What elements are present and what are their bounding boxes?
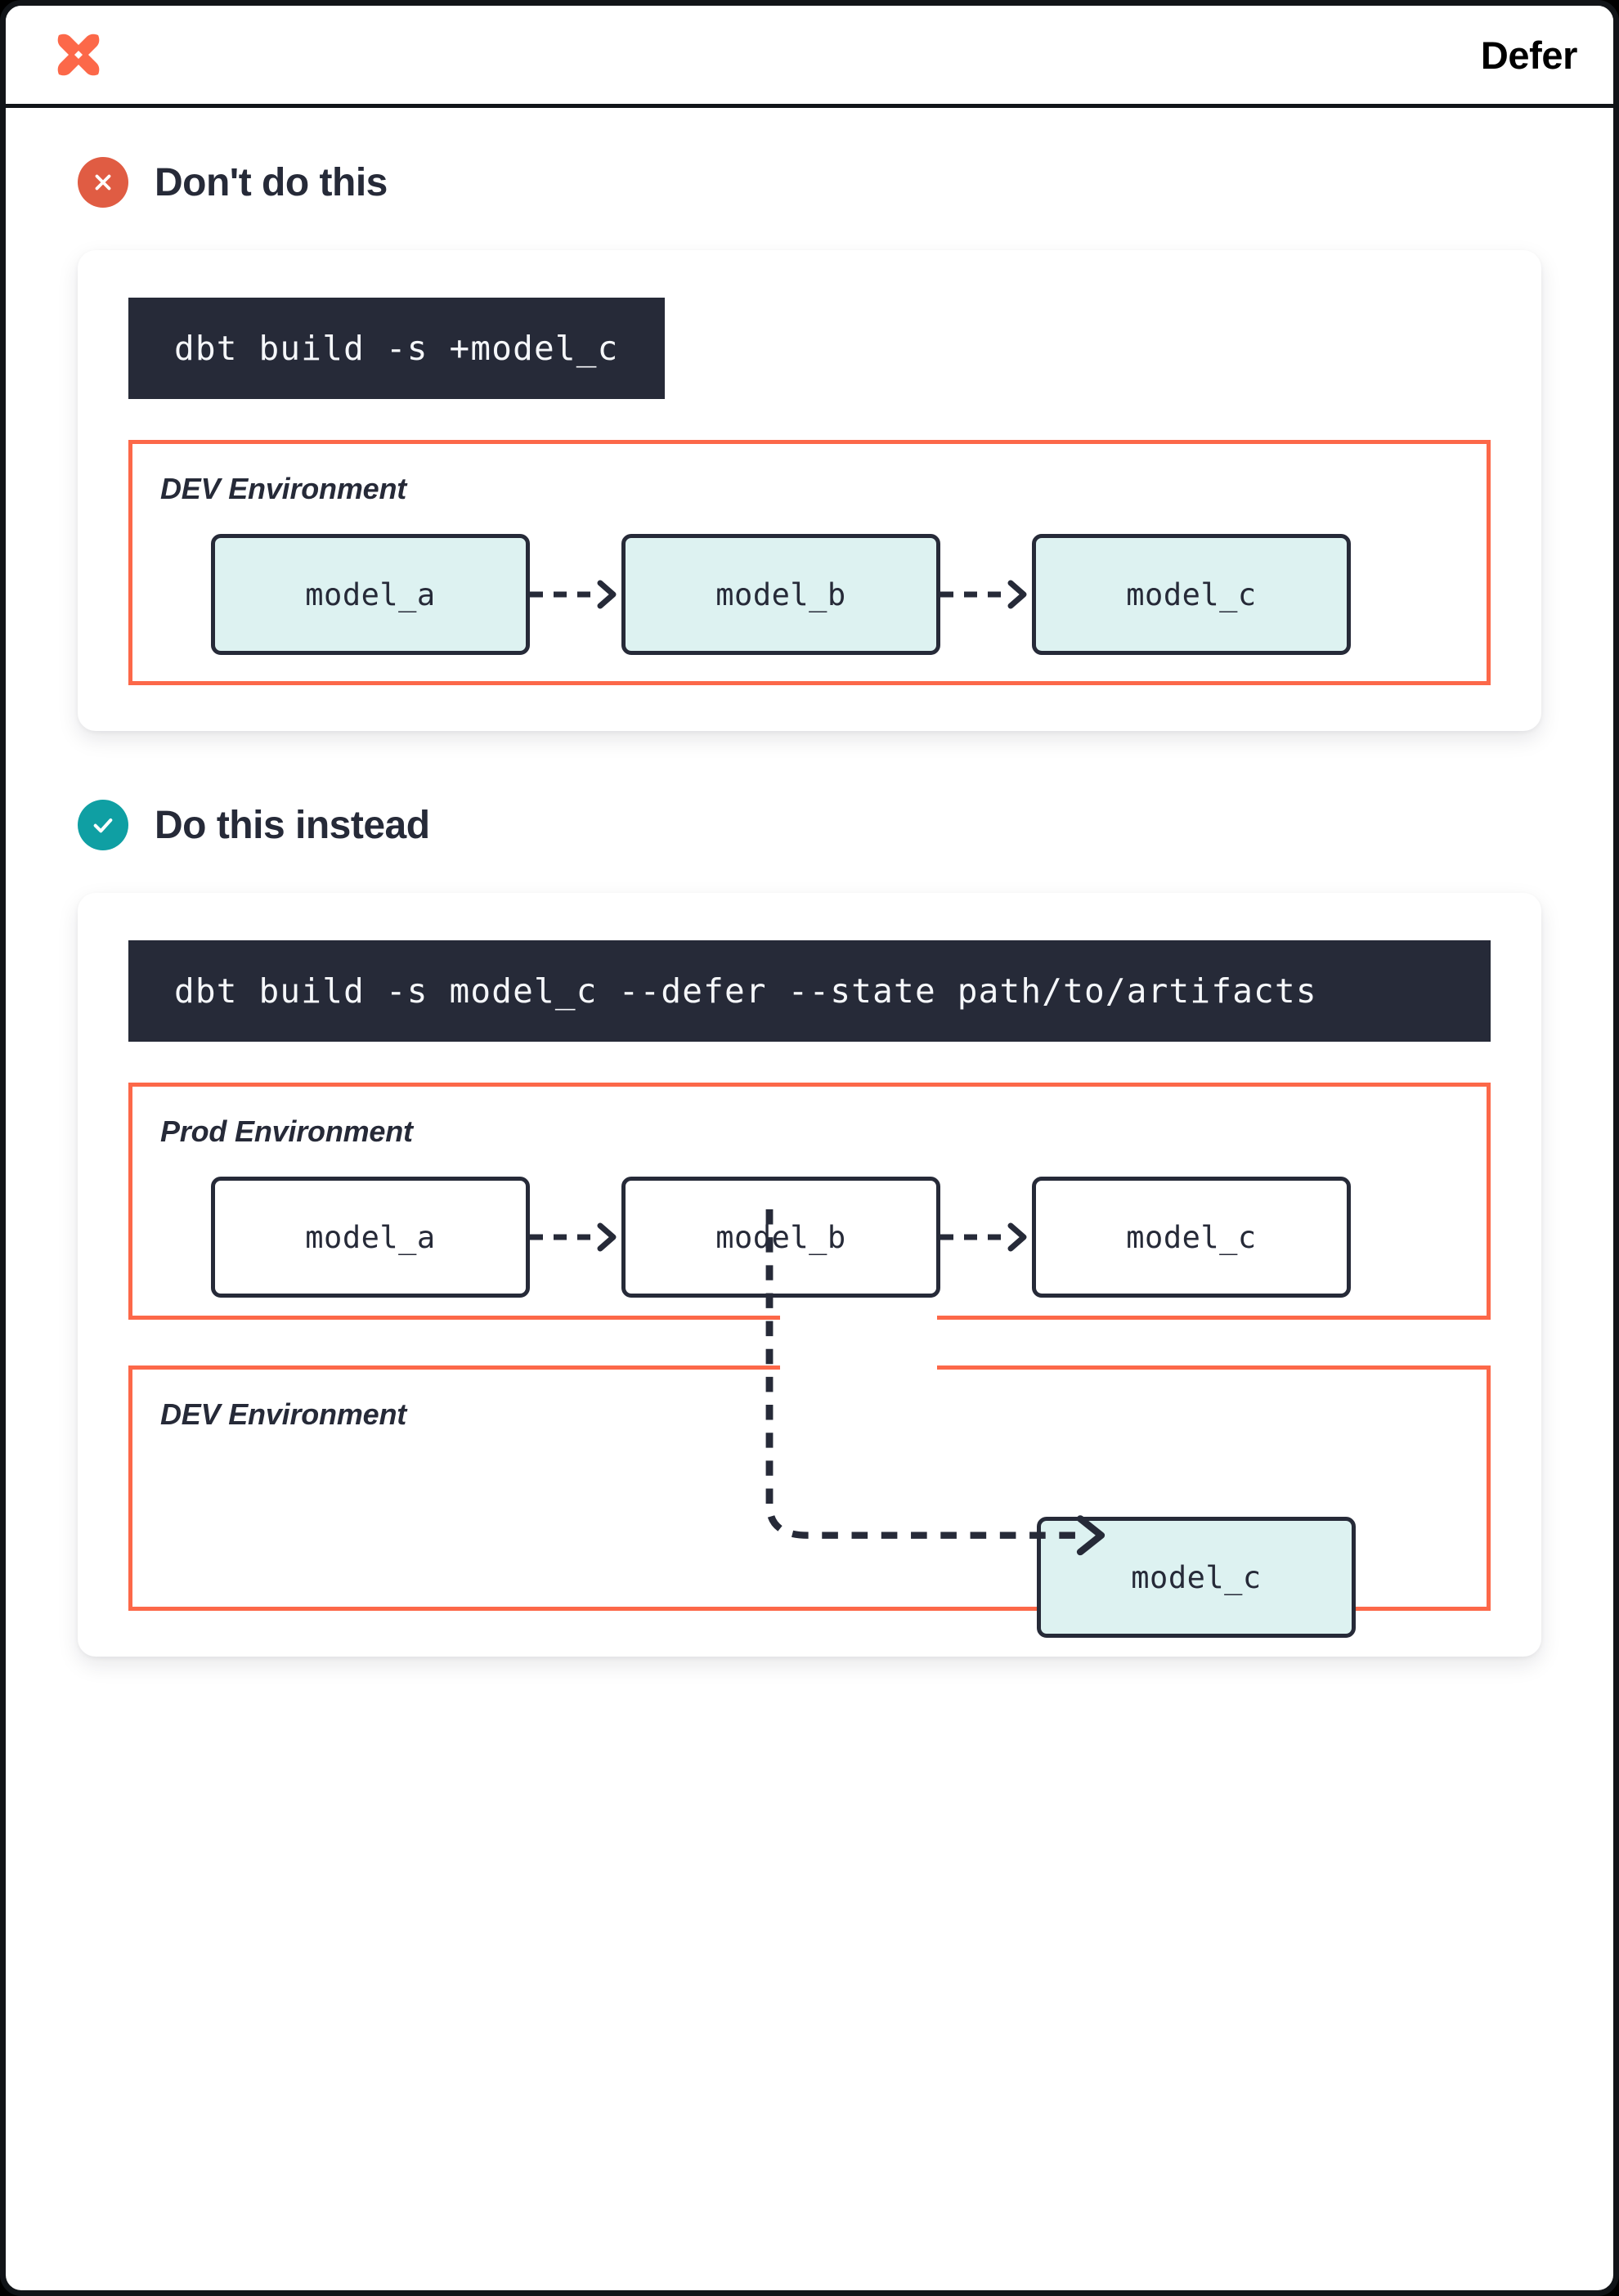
section-header-dont: Don't do this	[78, 157, 1541, 208]
section-header-do: Do this instead	[78, 800, 1541, 850]
environments-do: Prod Environment model_a model_b	[128, 1083, 1491, 1638]
environment-box-dev2: DEV Environment model_c	[128, 1365, 1491, 1638]
model-node-dev-model-c[interactable]: model_c	[1037, 1517, 1356, 1638]
close-x-icon	[78, 157, 128, 208]
top-bar: Defer	[6, 6, 1613, 108]
diagram-body: Don't do this dbt build -s +model_c DEV …	[6, 108, 1613, 1709]
environment-label: Prod Environment	[160, 1114, 413, 1148]
dashed-arrow-icon	[940, 1221, 1032, 1253]
card-dont: dbt build -s +model_c DEV Environment mo…	[78, 250, 1541, 731]
border-gap-mask-dev	[780, 1361, 937, 1376]
environment-box-prod: Prod Environment model_a model_b	[128, 1083, 1491, 1320]
border-gap-mask-prod	[780, 1316, 937, 1330]
environment-label: DEV Environment	[160, 1397, 407, 1431]
dbt-logo-icon	[48, 25, 109, 85]
model-node-prod-model-b[interactable]: model_b	[621, 1177, 940, 1298]
model-lineage-row-prod: model_a model_b	[132, 1177, 1487, 1298]
model-node-model-c[interactable]: model_c	[1032, 534, 1351, 655]
command-code-dont: dbt build -s +model_c	[128, 298, 665, 399]
model-lineage-row-dev2: model_c	[132, 1517, 1487, 1638]
section-title-dont: Don't do this	[155, 160, 388, 204]
environment-box-dev: DEV Environment model_a model_b	[128, 440, 1491, 685]
dashed-arrow-icon	[530, 1221, 621, 1253]
environments-dont: DEV Environment model_a model_b	[128, 440, 1491, 685]
model-lineage-row: model_a model_b	[132, 534, 1487, 655]
model-node-prod-model-c[interactable]: model_c	[1032, 1177, 1351, 1298]
model-node-model-a[interactable]: model_a	[211, 534, 530, 655]
card-do: dbt build -s model_c --defer --state pat…	[78, 893, 1541, 1657]
page-title: Defer	[1480, 33, 1578, 77]
dashed-arrow-icon	[530, 578, 621, 611]
command-code-do: dbt build -s model_c --defer --state pat…	[128, 940, 1491, 1042]
environment-label: DEV Environment	[160, 472, 407, 505]
dashed-arrow-icon	[940, 578, 1032, 611]
model-node-prod-model-a[interactable]: model_a	[211, 1177, 530, 1298]
section-title-do: Do this instead	[155, 803, 430, 847]
model-node-model-b[interactable]: model_b	[621, 534, 940, 655]
check-icon	[78, 800, 128, 850]
